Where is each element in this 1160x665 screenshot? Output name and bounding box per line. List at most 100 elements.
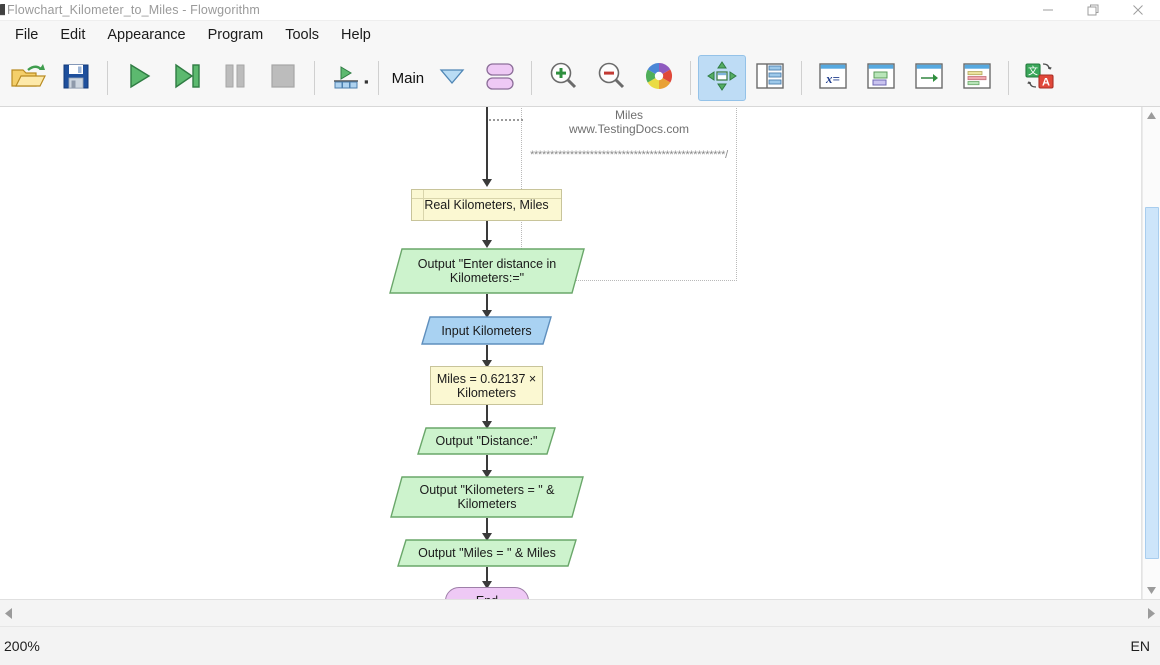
menu-bar: File Edit Appearance Program Tools Help xyxy=(0,21,1160,50)
stop-button[interactable] xyxy=(259,55,307,101)
comment-line-2: Miles xyxy=(614,108,643,122)
fit-to-window-icon xyxy=(707,60,738,96)
scroll-left-arrow[interactable] xyxy=(0,601,17,625)
color-theme-button[interactable] xyxy=(635,55,683,101)
app-icon: ⬛ xyxy=(0,4,5,16)
work-area: Flowchart: Convert Kilometers to Miles w… xyxy=(0,107,1160,626)
scroll-right-arrow[interactable] xyxy=(1143,601,1160,625)
parallelogram-shape xyxy=(417,427,556,455)
connector-3 xyxy=(486,345,488,366)
svg-text:x=: x= xyxy=(825,71,840,86)
language-indicator: EN xyxy=(1130,638,1150,654)
arrow-2 xyxy=(482,310,492,318)
comment-line-1: Flowchart: Convert Kilometers to xyxy=(522,107,736,108)
menu-program[interactable]: Program xyxy=(207,27,264,43)
flowchart-canvas[interactable]: Flowchart: Convert Kilometers to Miles w… xyxy=(0,107,1142,599)
panel-layout-button[interactable] xyxy=(746,55,794,101)
variables-window-icon: x= xyxy=(818,62,848,95)
scroll-down-arrow[interactable] xyxy=(1143,582,1160,599)
panel-layout-icon xyxy=(755,62,785,95)
node-assignment[interactable]: Miles = 0.62137 × Kilometers xyxy=(430,366,543,405)
node-output-kilometers-label: Output "Kilometers = " & Kilometers xyxy=(419,483,555,511)
status-bar: 200% EN xyxy=(0,626,1160,665)
horizontal-scroll-track[interactable] xyxy=(17,601,1143,625)
minimize-button[interactable] xyxy=(1025,0,1070,20)
menu-edit[interactable]: Edit xyxy=(60,27,86,43)
pause-button[interactable] xyxy=(211,55,259,101)
toolbar-separator xyxy=(377,61,379,95)
node-output-prompt[interactable]: Output "Enter distance in Kilometers:=" xyxy=(389,248,585,294)
shapes-window-button[interactable] xyxy=(857,55,905,101)
connector-1 xyxy=(486,221,488,245)
console-window-button[interactable] xyxy=(953,55,1001,101)
run-play-icon xyxy=(123,60,155,97)
run-to-breakpoint-icon xyxy=(331,61,361,96)
connector-4 xyxy=(486,405,488,427)
chart-selector-label[interactable]: Main xyxy=(391,69,425,87)
parallelogram-shape xyxy=(397,539,577,567)
horizontal-scrollbar[interactable] xyxy=(0,599,1160,626)
open-folder-icon xyxy=(10,61,46,96)
comment-line-3: www.TestingDocs.com xyxy=(568,122,690,136)
node-end[interactable]: End xyxy=(445,587,529,599)
menu-tools[interactable]: Tools xyxy=(285,27,320,43)
arrow-1 xyxy=(482,240,492,248)
breakpoint-dropdown-dot[interactable]: ▪ xyxy=(364,73,369,89)
node-output-kilometers[interactable]: Output "Kilometers = " & Kilometers xyxy=(390,476,584,518)
translate-icon: 文 A xyxy=(1024,61,1056,96)
stop-icon xyxy=(268,61,298,96)
step-button[interactable] xyxy=(163,55,211,101)
subchart-icon xyxy=(483,60,517,97)
menu-file[interactable]: File xyxy=(15,27,39,43)
color-wheel-icon xyxy=(644,61,674,96)
toolbar-separator xyxy=(107,61,108,95)
connector-7 xyxy=(486,567,488,587)
node-output-distance[interactable]: Output "Distance:" xyxy=(417,427,556,455)
node-end-label: End xyxy=(476,594,498,599)
arrow-3 xyxy=(482,360,492,368)
subchart-button[interactable] xyxy=(476,55,524,101)
open-button[interactable] xyxy=(4,55,52,101)
close-button[interactable] xyxy=(1115,0,1160,20)
node-assignment-label: Miles = 0.62137 × Kilometers xyxy=(436,371,537,400)
comment-stars: ****************************************… xyxy=(530,149,728,161)
toolbar-separator xyxy=(314,61,315,95)
zoom-out-button[interactable] xyxy=(587,55,635,101)
arrow-6 xyxy=(482,533,492,541)
chart-selector-dropdown[interactable] xyxy=(428,55,476,101)
toolbar-separator xyxy=(1008,61,1010,95)
arrow-to-declaration xyxy=(482,179,492,187)
vertical-scroll-thumb[interactable] xyxy=(1145,207,1159,559)
scroll-up-arrow[interactable] xyxy=(1143,107,1160,124)
menu-help[interactable]: Help xyxy=(341,27,371,43)
fit-to-window-button[interactable] xyxy=(698,55,747,101)
arrow-4 xyxy=(482,421,492,429)
node-output-prompt-label: Output "Enter distance in Kilometers:=" xyxy=(417,257,557,285)
svg-text:文: 文 xyxy=(1028,64,1038,77)
node-input[interactable]: Input Kilometers xyxy=(421,316,552,345)
translate-button[interactable]: 文 A xyxy=(1016,55,1064,101)
zoom-in-button[interactable] xyxy=(539,55,587,101)
declaration-header-line xyxy=(412,198,561,199)
node-input-label: Input Kilometers xyxy=(441,323,532,338)
pause-icon xyxy=(220,61,250,96)
vertical-scrollbar[interactable] xyxy=(1142,107,1160,599)
generate-code-button[interactable] xyxy=(905,55,953,101)
variables-window-button[interactable]: x= xyxy=(809,55,857,101)
restore-button[interactable] xyxy=(1070,0,1115,20)
toolbar-separator xyxy=(531,61,533,95)
title-bar: ⬛ Flowchart_Kilometer_to_Miles - Flowgor… xyxy=(0,0,1160,21)
node-output-miles[interactable]: Output "Miles = " & Miles xyxy=(397,539,577,567)
node-output-distance-label: Output "Distance:" xyxy=(435,434,538,448)
parallelogram-shape xyxy=(389,248,585,294)
save-disk-icon xyxy=(61,61,91,96)
menu-appearance[interactable]: Appearance xyxy=(107,27,186,43)
node-declaration[interactable]: Real Kilometers, Miles xyxy=(411,189,562,221)
save-button[interactable] xyxy=(52,55,100,101)
chevron-down-icon xyxy=(438,66,466,91)
comment-connector xyxy=(489,119,523,121)
run-button[interactable] xyxy=(115,55,163,101)
connector-5 xyxy=(486,455,488,477)
run-to-breakpoint-button[interactable] xyxy=(322,55,370,101)
